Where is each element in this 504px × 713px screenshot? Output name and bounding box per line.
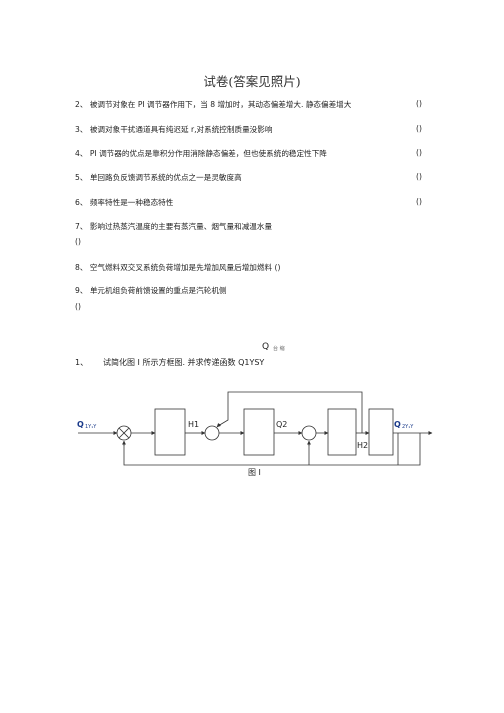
h1-label: H1 xyxy=(188,420,200,429)
problem-heading-sub: 台 缩 xyxy=(273,346,285,352)
outer-feedback-line xyxy=(123,433,421,466)
block-3 xyxy=(327,408,357,456)
question-9: 9、 单元机组负荷前馈设置的重点是汽轮机侧 xyxy=(75,286,227,295)
question-5: 5、 单回路负反馈调节系统的优点之一是灵敏度高 xyxy=(75,173,242,182)
answer-mark: () xyxy=(416,197,422,206)
answer-mark: () xyxy=(75,237,81,246)
answer-mark: () xyxy=(416,124,422,133)
question-7: 7、 影响过热蒸汽温度的主要有蒸汽量、烟气量和减温水量 xyxy=(75,222,273,231)
question-6: 6、 频率特性是一种稳态特性 xyxy=(75,198,174,207)
q2-label: Q2 xyxy=(276,420,288,429)
h2-label: H2 xyxy=(357,441,369,450)
question-8: 8、 空气燃料双交叉系统负荷增加是先增加风量后增加燃料 () xyxy=(75,263,281,272)
output-label: Q xyxy=(394,420,401,429)
question-3: 3、 被调对象干扰通道具有纯迟延 r,对系统控制质量没影响 xyxy=(75,125,273,134)
input-label-sub: 1Y₁Y xyxy=(85,424,97,430)
question-4: 4、 PI 调节器的优点是靠积分作用消除静态偏差，但也使系统的稳定性下降 xyxy=(75,149,327,158)
figure-caption: 图 I xyxy=(248,468,261,477)
block-4 xyxy=(368,408,394,456)
answer-mark: () xyxy=(416,148,422,157)
question-2: 2、 被调节对象在 PI 调节器作用下，当 8 增加时，其动态偏差增大. 静态偏… xyxy=(75,100,352,109)
problem-heading: Q xyxy=(262,342,270,352)
problem-text: 试简化图 I 所示方框图. 并求传递函数 Q1YSY xyxy=(103,358,265,367)
upper-feedback-line xyxy=(217,391,363,433)
problem-number: 1、 xyxy=(75,358,89,367)
summing-junction-2 xyxy=(204,425,220,441)
exam-title: 试卷(答案见照片) xyxy=(203,74,301,89)
block-1 xyxy=(154,408,186,456)
output-label-sub: 2Y₁Y xyxy=(402,424,414,430)
answer-mark: () xyxy=(416,172,422,181)
block-2 xyxy=(243,408,275,456)
answer-mark: () xyxy=(416,99,422,108)
input-label: Q xyxy=(77,420,84,429)
summing-junction-3 xyxy=(301,425,317,441)
answer-mark: () xyxy=(75,302,81,311)
